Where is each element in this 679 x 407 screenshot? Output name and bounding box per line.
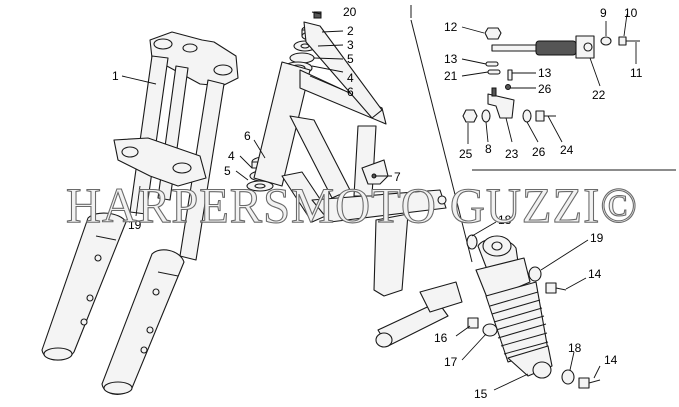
callout-2: 2 — [347, 24, 354, 38]
callout-13: 13 — [444, 52, 458, 66]
callout-25: 25 — [459, 147, 473, 161]
callout-12: 12 — [444, 20, 458, 34]
callout-4-lower: 4 — [228, 149, 235, 163]
callout-9: 9 — [600, 6, 607, 20]
callout-23: 23 — [505, 147, 519, 161]
callout-5-lower: 5 — [224, 164, 231, 178]
callout-1: 1 — [112, 69, 119, 83]
callout-11: 11 — [630, 66, 643, 80]
front-fork-assembly — [41, 31, 239, 395]
callout-4: 4 — [347, 71, 354, 85]
callout-3: 3 — [347, 38, 354, 52]
callout-8: 8 — [485, 142, 492, 156]
rear-suspension — [375, 234, 601, 389]
steering-damper — [462, 27, 640, 123]
callout-5: 5 — [347, 52, 354, 66]
section-dividers — [410, 5, 676, 263]
callout-7: 7 — [394, 170, 401, 184]
callout-22: 22 — [592, 88, 606, 102]
callout-19: 19 — [590, 231, 604, 245]
callout-15: 15 — [474, 387, 488, 401]
callout-26-lower: 26 — [532, 145, 546, 159]
callout-19-fork: 19 — [128, 218, 142, 232]
frame — [253, 21, 447, 297]
callout-20: 20 — [343, 5, 357, 19]
callout-18-lower: 18 — [568, 341, 582, 355]
leader-lines — [121, 11, 637, 391]
callout-26: 26 — [538, 82, 552, 96]
callout-18: 18 — [498, 213, 512, 227]
watermark: HARPERSMOTO GUZZI© — [66, 177, 638, 233]
callout-6: 6 — [347, 85, 354, 99]
callout-21: 21 — [444, 69, 458, 83]
callout-14: 14 — [588, 267, 602, 281]
callout-13-right: 13 — [538, 66, 552, 80]
callout-17: 17 — [444, 355, 458, 369]
callout-6-lower: 6 — [244, 129, 251, 143]
callout-24: 24 — [560, 143, 574, 157]
callout-labels: 1 2 3 4 5 6 20 6 4 5 7 19 12 9 10 11 13 … — [112, 5, 643, 401]
callout-16: 16 — [434, 331, 448, 345]
callout-14-lower: 14 — [604, 353, 618, 367]
callout-10: 10 — [624, 6, 638, 20]
